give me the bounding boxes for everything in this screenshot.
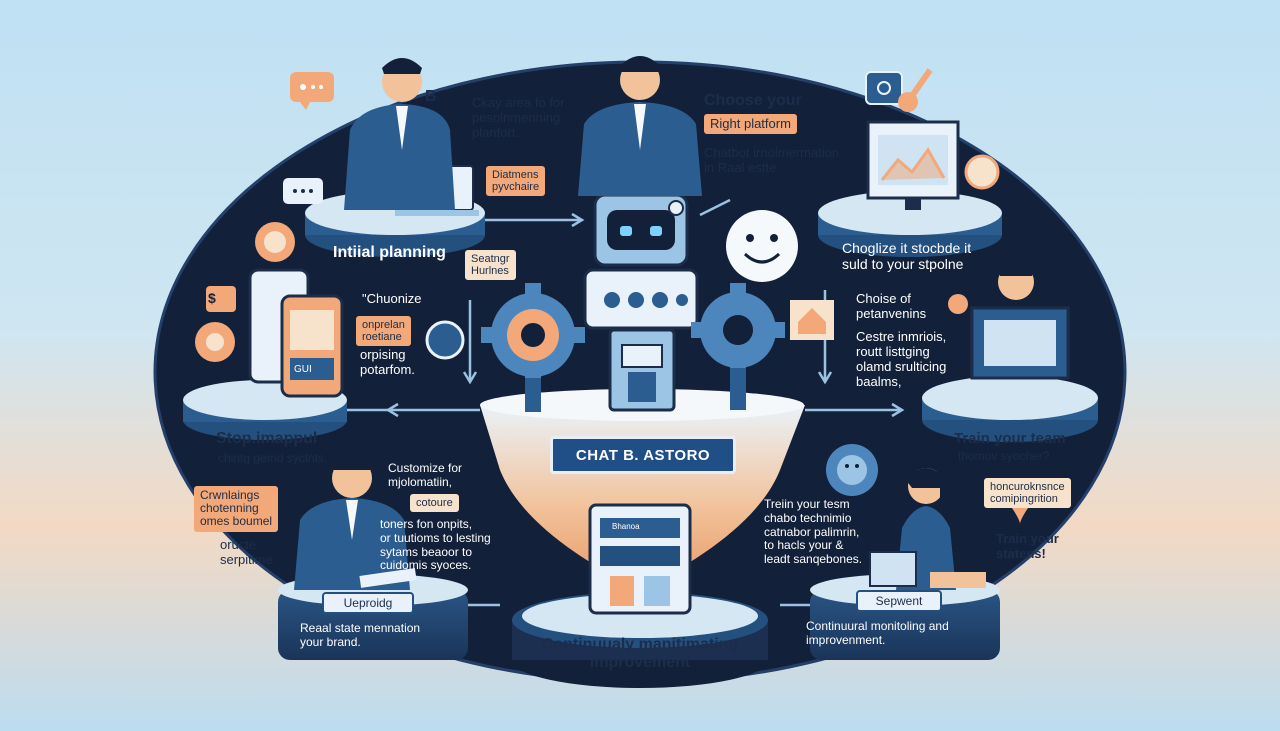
- person-right: [998, 261, 1034, 300]
- right-mid-note-2: Cestre inmriois, routt listtging olamd s…: [856, 329, 947, 389]
- kiosk-machine: [588, 503, 692, 615]
- center-low-note-2: toners fon onpits, or tuutioms to lestin…: [380, 517, 491, 573]
- monitor-top-right: [866, 120, 960, 210]
- left-mid-tag: onprelan roetiane: [356, 316, 411, 347]
- pedestal-top-right: [818, 191, 1002, 257]
- gear-right-icon: [691, 283, 785, 410]
- left-mid-note-2: orpising potarfom.: [360, 347, 415, 377]
- right-low-tag: honcuroknsnce comipingrition: [984, 478, 1071, 509]
- top-left-note: Ckay area fo for pesolnmenning planfort.: [472, 95, 565, 140]
- train-staff-title: Train your statens!: [996, 531, 1059, 561]
- dot-badge-right: [948, 294, 968, 314]
- train-team-subtitle: thomov syocher?: [958, 449, 1050, 463]
- person-top-center: [578, 56, 702, 196]
- continuous-improvement-title: Continuualy manitimating improvement: [541, 636, 739, 671]
- coin-badge-icon: [206, 286, 236, 312]
- train-team-title: Train your team: [954, 430, 1066, 447]
- chat-bubble-icon-left: [283, 178, 323, 204]
- search-bubble-icon: [425, 320, 465, 360]
- center-left-tag: Seatngr Hurlnes: [465, 250, 516, 281]
- house-icon: [790, 300, 834, 340]
- heart-badge-icon: [255, 222, 295, 262]
- left-low-note: oructe serpitime: [220, 537, 273, 567]
- phone-screen-label: GUI: [294, 364, 312, 375]
- smiley-face-icon: [726, 210, 798, 282]
- right-top-title: Choglize it stocbde it suld to your stpo…: [842, 240, 972, 273]
- left-low-tag: Crwnlaings chotenning omes boumel: [194, 486, 279, 532]
- kiosk-label: Bhanoa: [612, 522, 640, 531]
- circle-badge-right: [964, 154, 1000, 190]
- center-low-note-3: Treiin your tesm chabo technimio catnabo…: [764, 497, 863, 567]
- gear-left-icon: [481, 283, 585, 412]
- pedestal-mid-right: [922, 376, 1098, 442]
- left-mid-note-1: "Chuonize: [362, 291, 422, 306]
- heart-bubble-right: [1012, 504, 1028, 524]
- center-low-note-1: Customize for mjolomatiin,: [388, 461, 463, 489]
- choose-platform-subtitle: Chatbot irnolmermation in Raal estte: [704, 145, 840, 175]
- badge-letter: B: [425, 88, 437, 105]
- top-left-tag: Diatmens pyvchaire: [486, 166, 546, 197]
- chat-emblem-badge: CHAT B. ASTORO: [550, 436, 736, 474]
- robot-figure: [583, 193, 699, 412]
- choose-platform-title: Choose your: [704, 92, 802, 109]
- phone-mockups: [248, 268, 344, 398]
- presentation-frame-right: [970, 306, 1070, 380]
- person-bottom-left: [294, 455, 417, 590]
- platform-bottom-center: [512, 592, 768, 688]
- bottom-right-pill: Sepwent: [856, 590, 942, 612]
- chat-bubble-icon-top-left: [290, 72, 334, 110]
- bottom-right-note: Continuural monitoling and improvenment.: [806, 619, 949, 647]
- bottom-left-note: Reaal state mennation your brand.: [300, 621, 421, 649]
- right-platform-highlight: Right platform: [704, 114, 797, 135]
- person-bottom-right: [869, 467, 986, 590]
- left-low-subtitle: chintg gemd syctnts.: [218, 451, 328, 465]
- dollar-circle-icon: [195, 322, 235, 362]
- left-low-title: Stop.imappul: [216, 430, 318, 447]
- person-top-left: [344, 58, 455, 210]
- initial-planning-label: Intiial planning: [333, 244, 446, 261]
- key-bubble-icon-top-right: [865, 68, 933, 112]
- bottom-left-pill: Ueproidg: [322, 592, 414, 614]
- center-low-tag: cotoure: [410, 494, 459, 513]
- right-mid-note-1: Choise of petanvenins: [856, 291, 927, 321]
- gear-small-icon: [826, 444, 878, 496]
- coin-symbol: $: [208, 290, 216, 306]
